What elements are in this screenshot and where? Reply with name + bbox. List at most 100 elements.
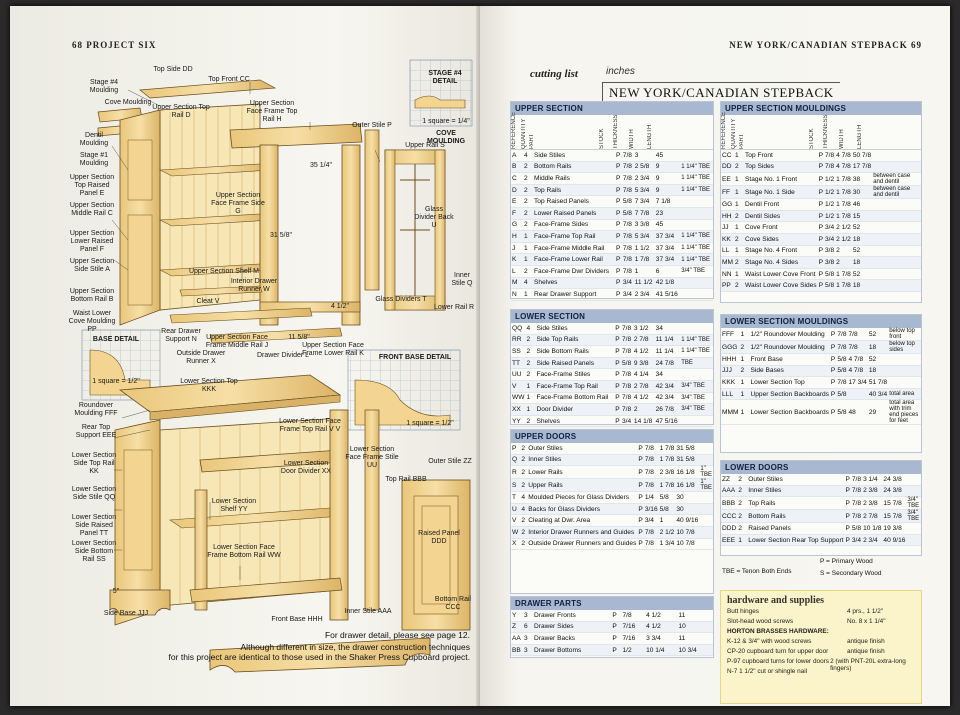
book-spread: 68 PROJECT SIX (10, 6, 950, 706)
table-cell: LL (721, 245, 734, 258)
table-cell: QQ (511, 323, 526, 335)
table-cell: LLL (721, 388, 740, 401)
table-cell (888, 365, 921, 378)
table-cell: 1 1/4" TBE (680, 242, 713, 255)
table-cell: RR (511, 334, 526, 347)
table-cell: 2 (737, 522, 748, 535)
table-cell: 1 7/8 (835, 185, 852, 200)
table-cell: 7/8 (847, 340, 868, 354)
label-upper-rail-s: Upper Rail S (405, 142, 445, 149)
table-cell: W (511, 526, 521, 539)
label-rear-top-support-eee: Rear Top Support EEE (75, 424, 117, 439)
table-cell: Lower Rails (527, 465, 638, 480)
table-cell: Outside Drawer Runners and Guides (527, 538, 638, 551)
label-cove-moulding-detail: COVE MOULDING (426, 130, 466, 145)
table-cell: TT (511, 357, 526, 370)
column-header: REFERENCE (511, 111, 517, 149)
table-cell: 4 1/4 (632, 368, 655, 381)
table-cell: P (611, 644, 622, 657)
table-cell: 3/4" TBE (680, 403, 713, 416)
column-header: THICKNESS (613, 114, 619, 149)
table-cell: P (637, 491, 644, 504)
table-cell: P (817, 256, 824, 269)
table-cell: 2 (523, 195, 533, 208)
table-cell: Face-Frame Top Rail (533, 230, 615, 243)
table-cell: 15 7/8 (882, 496, 907, 511)
table-cell: Interior Drawer Runners and Guides (527, 526, 638, 539)
table-cell: 18 (867, 340, 889, 354)
table-cell: Lower Section Rear Top Support (747, 534, 845, 547)
table-cell: 16 1/8 (675, 478, 700, 493)
table-cell: Top Raised Panels (533, 195, 615, 208)
table-cell: 1 7/8 (658, 443, 676, 455)
table-cell: P (615, 219, 622, 232)
table-cell: 2 (739, 340, 750, 354)
table-cell: 3 (633, 150, 655, 162)
table-cell (699, 538, 713, 551)
label-bottom-rail-ccc: Bottom Rail CCC (434, 596, 472, 611)
table-cell: 4 (523, 277, 533, 290)
table-cell: 5/8 (850, 522, 863, 535)
table-cell: 3/4 (621, 415, 633, 428)
table-cell: 2 3/4 (633, 172, 655, 185)
table-cell: 2 7/8 (862, 509, 883, 524)
table-cell: Drawer Sides (533, 621, 612, 634)
table-cell: P (614, 334, 622, 347)
table-cell: 4 7/8 (847, 365, 868, 378)
table-cell: 48 (847, 399, 868, 426)
table-cell: Outer Stiles (747, 474, 845, 486)
table-cell: 9 (654, 184, 681, 197)
crown-moulding (139, 79, 277, 99)
table-cell (680, 368, 713, 381)
table-cell: Bottom Rails (747, 509, 845, 524)
table-cell: P (614, 357, 622, 370)
table-cell: 7/8 (824, 161, 836, 174)
table-cell: HHH (721, 353, 740, 366)
table-cell: 3/4" TBE (906, 496, 921, 511)
table-cell: Lower Section Top (749, 376, 830, 389)
table-cell (872, 161, 921, 174)
table-cell: 42 3/4 (654, 392, 681, 405)
table-cell: 1 (739, 376, 750, 389)
table-cell: Backs for Glass Dividers (527, 503, 638, 516)
label-dim-4-1-2: 4 1/2" (330, 303, 350, 310)
side-base (109, 589, 171, 616)
table-cell: 17 7/8 (851, 161, 873, 174)
table-cell: 1/2 (824, 198, 836, 211)
table-cell (872, 221, 921, 234)
table-cell: 38 (851, 172, 873, 187)
section-header: LOWER SECTION (511, 310, 713, 323)
table-cell: 7/8 (621, 380, 633, 393)
table-cell: 2 (739, 365, 750, 378)
table-cell: 1/2" Roundover Moulding (749, 328, 830, 341)
label-waist-lower-cove-pp: Waist Lower Cove Moulding PP (68, 310, 116, 333)
label-lower-top-kkk: Lower Section Top KKK (180, 378, 238, 393)
table-cell: 40 9/16 (675, 514, 700, 527)
table-cell: P (817, 268, 824, 281)
table-cell (680, 277, 713, 290)
table-cell: 7/8 (621, 610, 646, 622)
label-interior-runner-w: Interior Drawer Runner W (230, 278, 278, 293)
hardware-item: Slot-head wood screws (727, 618, 794, 625)
table-cell: P (817, 161, 824, 174)
hardware-item: HORTON BRASSES HARDWARE: (727, 628, 829, 635)
face-frame-top-rail (229, 123, 363, 149)
table-cell: 1/4 (643, 491, 659, 504)
label-upper-lower-raised-panel-f: Upper Section Lower Raised Panel F (69, 230, 115, 253)
table-cell (906, 522, 921, 535)
hardware-title: hardware and supplies (727, 595, 825, 606)
table-cell: 4 (523, 150, 533, 162)
table-cell: 7/16 (621, 621, 646, 634)
table-cell: 7/8 (621, 392, 633, 405)
table-cell: 3/4" TBE (680, 380, 713, 393)
label-dim-5: 5" (112, 588, 120, 595)
table-cell: 26 7/8 (654, 403, 681, 416)
